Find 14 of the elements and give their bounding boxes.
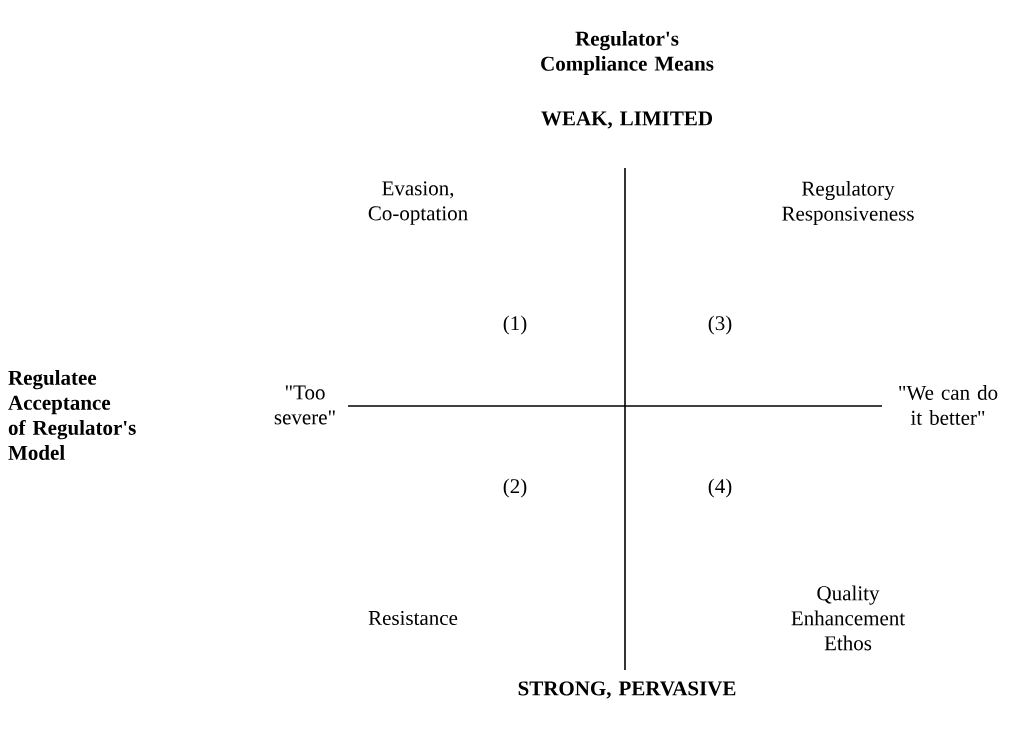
- pole-label: WEAK, LIMITED: [541, 111, 713, 129]
- axis-title: Regulator's Compliance Means: [541, 31, 714, 75]
- pole-label: STRONG, PERVASIVE: [518, 681, 736, 699]
- axis-title: Regulatee Acceptance of Regulator's Model: [8, 370, 136, 460]
- quadrant-label: Regulatory Responsiveness: [782, 181, 914, 225]
- pole-label: "We can do it better": [899, 385, 998, 425]
- pole-label: "Too severe": [274, 385, 335, 425]
- quadrant-label: Evasion, Co-optation: [368, 181, 468, 225]
- quadrant-number: (3): [708, 315, 732, 335]
- quadrant-number: (1): [503, 315, 527, 335]
- quadrant-number: (2): [503, 478, 527, 498]
- quadrant-number: (4): [708, 478, 732, 498]
- quadrant-label: Resistance: [368, 610, 458, 626]
- quadrant-label: Quality Enhancement Ethos: [791, 585, 906, 651]
